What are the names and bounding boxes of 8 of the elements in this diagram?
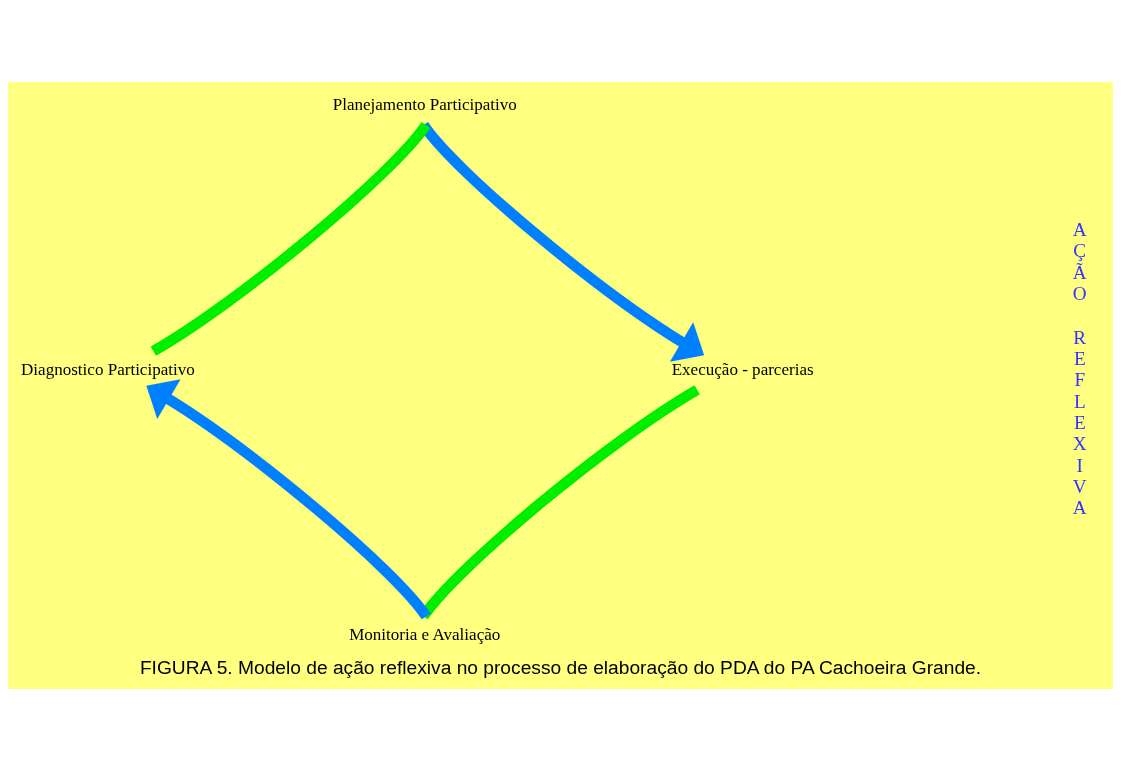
arrow [146, 379, 431, 620]
node-text: Execução - parcerias [671, 359, 814, 379]
node-text: Diagnostico Participativo [21, 359, 195, 379]
caption: FIGURA 5. Modelo de ação reflexiva no processo de elaboração do PDA do PA Cachoeira Grande. [139, 657, 982, 679]
label: AÇÃO REFLEXIVA [1072, 219, 1087, 519]
node-text: Planejamento Participativo [332, 94, 517, 114]
connector [150, 121, 431, 356]
node-text: Monitoria e Avaliação [349, 624, 501, 644]
